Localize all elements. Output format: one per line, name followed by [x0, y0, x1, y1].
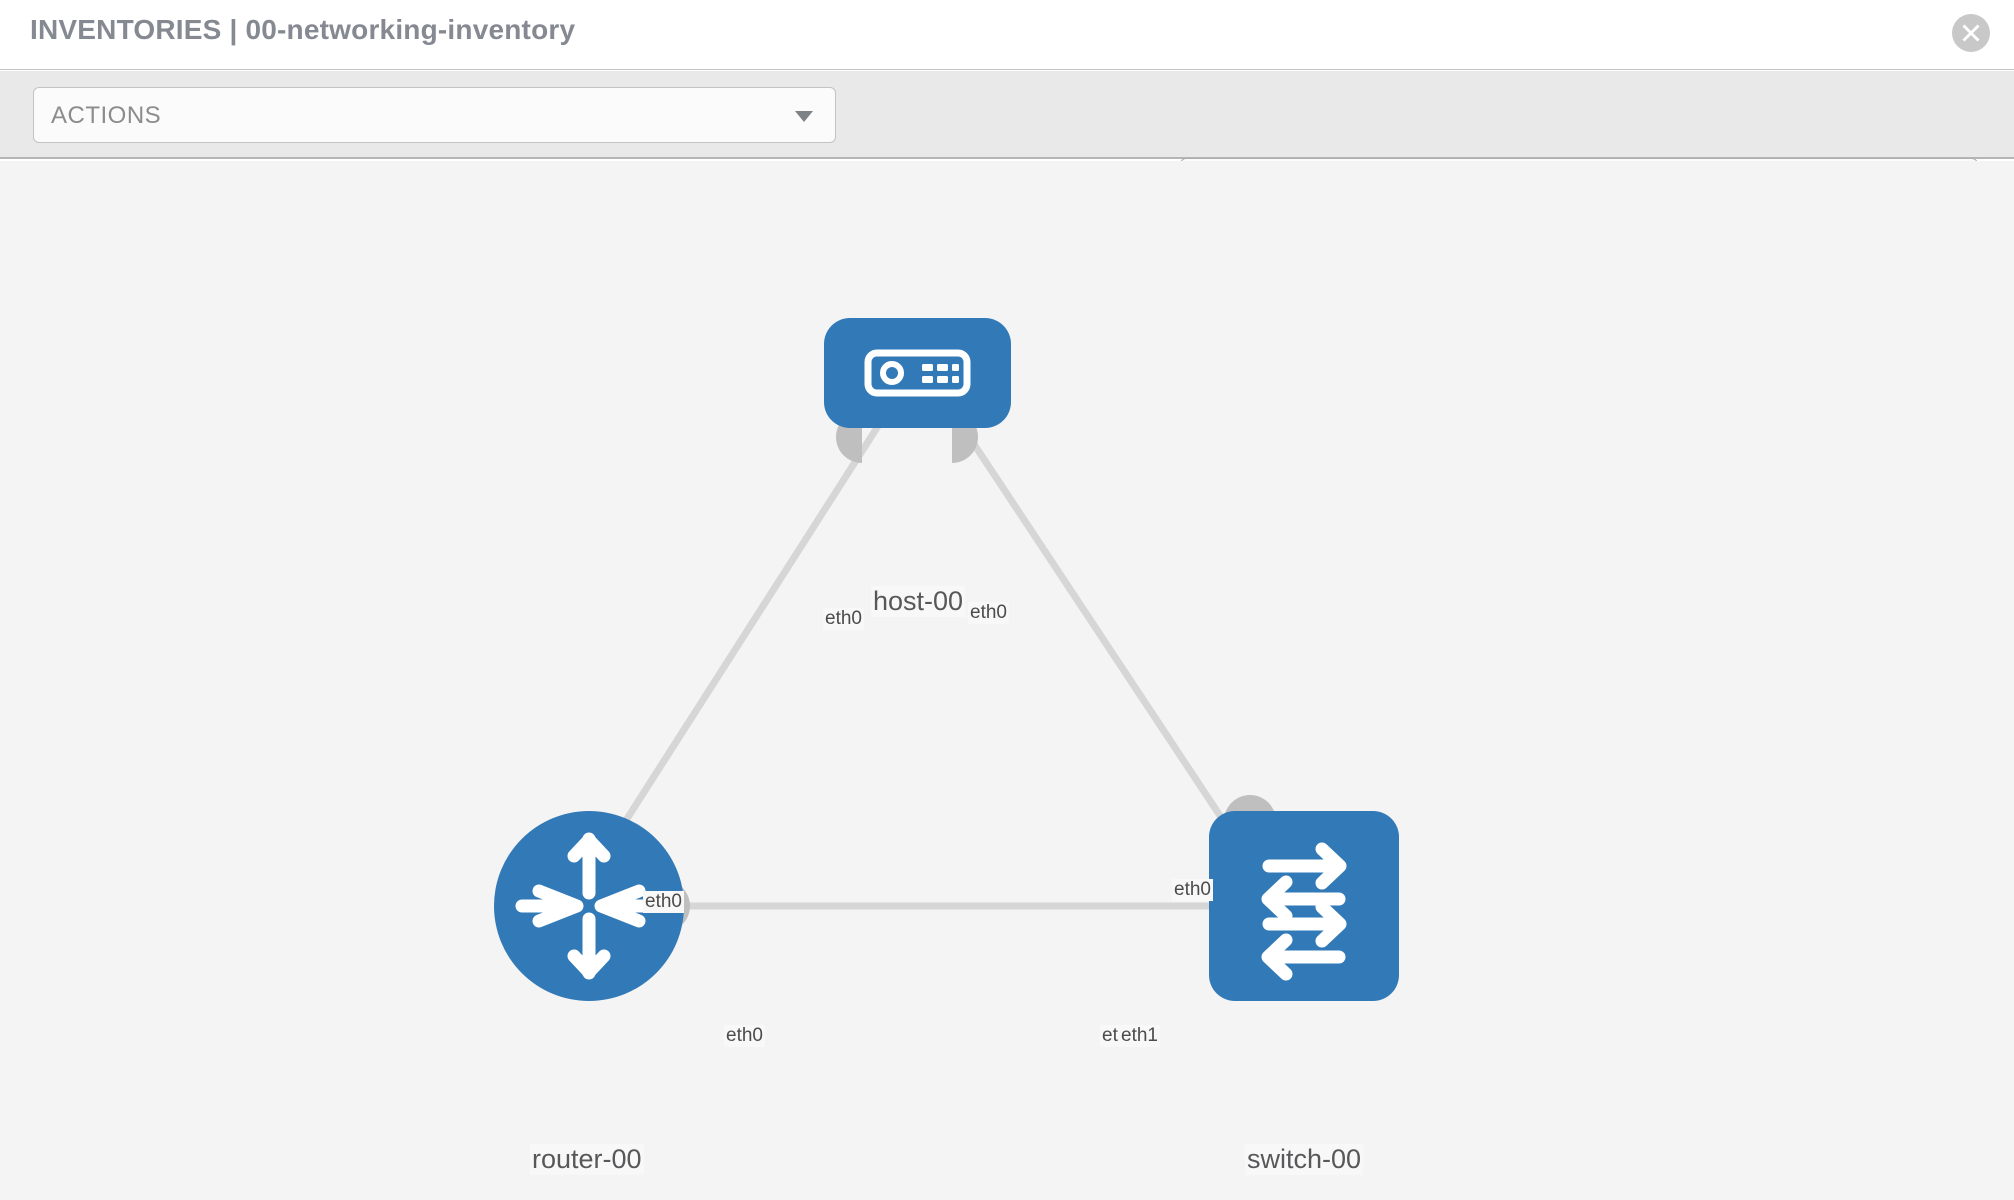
edge-label-switch-eth1: eth1: [1119, 1025, 1160, 1047]
node-host-00[interactable]: [824, 318, 1011, 428]
toolbar: ACTIONS SEARCH: [0, 71, 2014, 214]
edge-label-switch-partial: etl: [1100, 1025, 1125, 1047]
link-host-router[interactable]: [597, 421, 883, 863]
actions-dropdown[interactable]: ACTIONS: [33, 87, 836, 143]
switch-arrows-icon: [1261, 842, 1347, 981]
node-switch-00[interactable]: [1209, 811, 1399, 1001]
app-header: INVENTORIES | 00-networking-inventory: [0, 0, 2014, 70]
chevron-down-icon: [795, 111, 813, 122]
topology-canvas[interactable]: host-00 router-00 switch-00 eth0 eth0 et…: [0, 161, 2014, 1200]
node-label-router-00: router-00: [530, 1144, 644, 1175]
actions-dropdown-label: ACTIONS: [51, 102, 162, 129]
edge-label-router-uplink: eth0: [643, 891, 684, 913]
server-icon: [864, 349, 971, 397]
node-label-switch-00: switch-00: [1245, 1144, 1364, 1175]
page-title: INVENTORIES | 00-networking-inventory: [30, 14, 576, 45]
close-icon: [1962, 24, 1980, 42]
edge-label-host-right: eth0: [968, 602, 1009, 624]
topology-links: [597, 411, 1276, 932]
link-lines: [597, 421, 1253, 910]
close-button[interactable]: [1952, 14, 1990, 52]
edge-label-router-eth0: eth0: [724, 1025, 765, 1047]
node-label-host-00: host-00: [871, 586, 966, 617]
link-host-switch[interactable]: [957, 421, 1253, 863]
router-arrows-icon: [515, 832, 663, 980]
edge-label-host-left: eth0: [823, 608, 864, 630]
edge-label-switch-uplink: eth0: [1172, 879, 1213, 901]
link-connectors: [638, 411, 1276, 932]
